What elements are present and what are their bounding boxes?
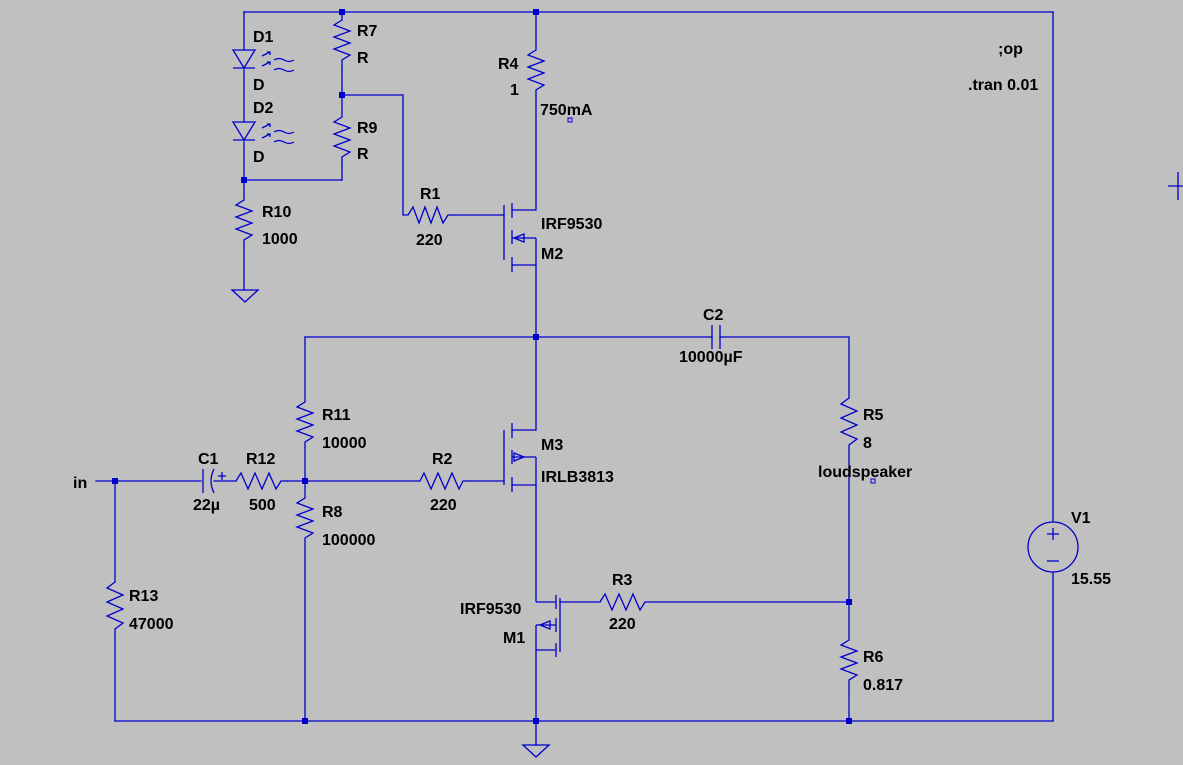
label-r6: R6 [863, 649, 884, 666]
resistor-r6[interactable] [839, 639, 859, 690]
label-r4: R4 [498, 56, 519, 73]
label-c2: C2 [703, 307, 724, 324]
value-v1: 15.55 [1071, 571, 1111, 588]
value-r7: R [357, 50, 369, 67]
mosfet-m1[interactable] [535, 595, 561, 657]
value-r4: 1 [510, 82, 519, 99]
model-m3: IRLB3813 [541, 469, 614, 486]
label-r2: R2 [432, 451, 453, 468]
model-m1: IRF9530 [460, 601, 521, 618]
label-v1: V1 [1071, 510, 1091, 527]
junction-dots [112, 9, 852, 724]
ground-symbol-top [230, 289, 260, 303]
value-r13: 47000 [129, 616, 174, 633]
resistor-r12[interactable] [235, 471, 288, 491]
label-r7: R7 [357, 23, 378, 40]
resistor-r8[interactable] [295, 497, 315, 548]
wires [95, 11, 1054, 746]
current-annotation: 750mA [540, 102, 593, 119]
value-r5: 8 [863, 435, 872, 452]
capacitor-c1[interactable] [202, 468, 226, 494]
resistor-r4[interactable] [526, 49, 546, 96]
value-r1: 220 [416, 232, 443, 249]
resistor-r2[interactable] [419, 471, 467, 491]
ground-symbol-bottom [521, 744, 551, 758]
label-m1: M1 [503, 630, 525, 647]
net-label-marker [870, 478, 876, 484]
led-d2[interactable] [231, 121, 295, 145]
spice-directive-tran[interactable]: .tran 0.01 [968, 77, 1038, 94]
resistor-r13[interactable] [105, 581, 125, 635]
resistor-r1[interactable] [407, 205, 455, 225]
label-r11: R11 [322, 407, 351, 424]
value-r11: 10000 [322, 435, 367, 452]
led-d1[interactable] [231, 49, 295, 73]
resistor-r9[interactable] [332, 116, 352, 163]
value-r12: 500 [249, 497, 276, 514]
value-r6: 0.817 [863, 677, 903, 694]
label-r13: R13 [129, 588, 158, 605]
label-r8: R8 [322, 504, 343, 521]
value-r2: 220 [430, 497, 457, 514]
label-m3: M3 [541, 437, 563, 454]
resistor-r11[interactable] [295, 401, 315, 448]
value-r9: R [357, 146, 369, 163]
label-r3: R3 [612, 572, 633, 589]
model-m2: IRF9530 [541, 216, 602, 233]
label-r5: R5 [863, 407, 884, 424]
voltage-source-v1[interactable] [1027, 521, 1079, 573]
label-r12: R12 [246, 451, 275, 468]
label-m2: M2 [541, 246, 563, 263]
value-c1: 22µ [193, 497, 220, 514]
capacitor-c2[interactable] [711, 325, 721, 349]
resistor-r10[interactable] [234, 199, 254, 245]
mosfet-m3[interactable] [503, 423, 537, 492]
value-r8: 100000 [322, 532, 375, 549]
value-d1: D [253, 77, 265, 94]
net-label-in: in [73, 475, 87, 492]
label-c1: C1 [198, 451, 219, 468]
spice-directive-op[interactable]: ;op [998, 41, 1023, 58]
cursor-cross-icon [1168, 172, 1183, 200]
net-label-marker [567, 117, 573, 123]
note-r5: loudspeaker [818, 464, 912, 481]
value-d2: D [253, 149, 265, 166]
label-d1: D1 [253, 29, 274, 46]
label-d2: D2 [253, 100, 274, 117]
label-r10: R10 [262, 204, 291, 221]
value-r3: 220 [609, 616, 636, 633]
value-r10: 1000 [262, 231, 298, 248]
value-c2: 10000µF [679, 349, 743, 366]
resistor-r5[interactable] [839, 397, 859, 455]
label-r1: R1 [420, 186, 441, 203]
resistor-r7[interactable] [332, 19, 352, 66]
resistor-r3[interactable] [599, 592, 650, 612]
label-r9: R9 [357, 120, 378, 137]
mosfet-m2[interactable] [503, 203, 537, 272]
